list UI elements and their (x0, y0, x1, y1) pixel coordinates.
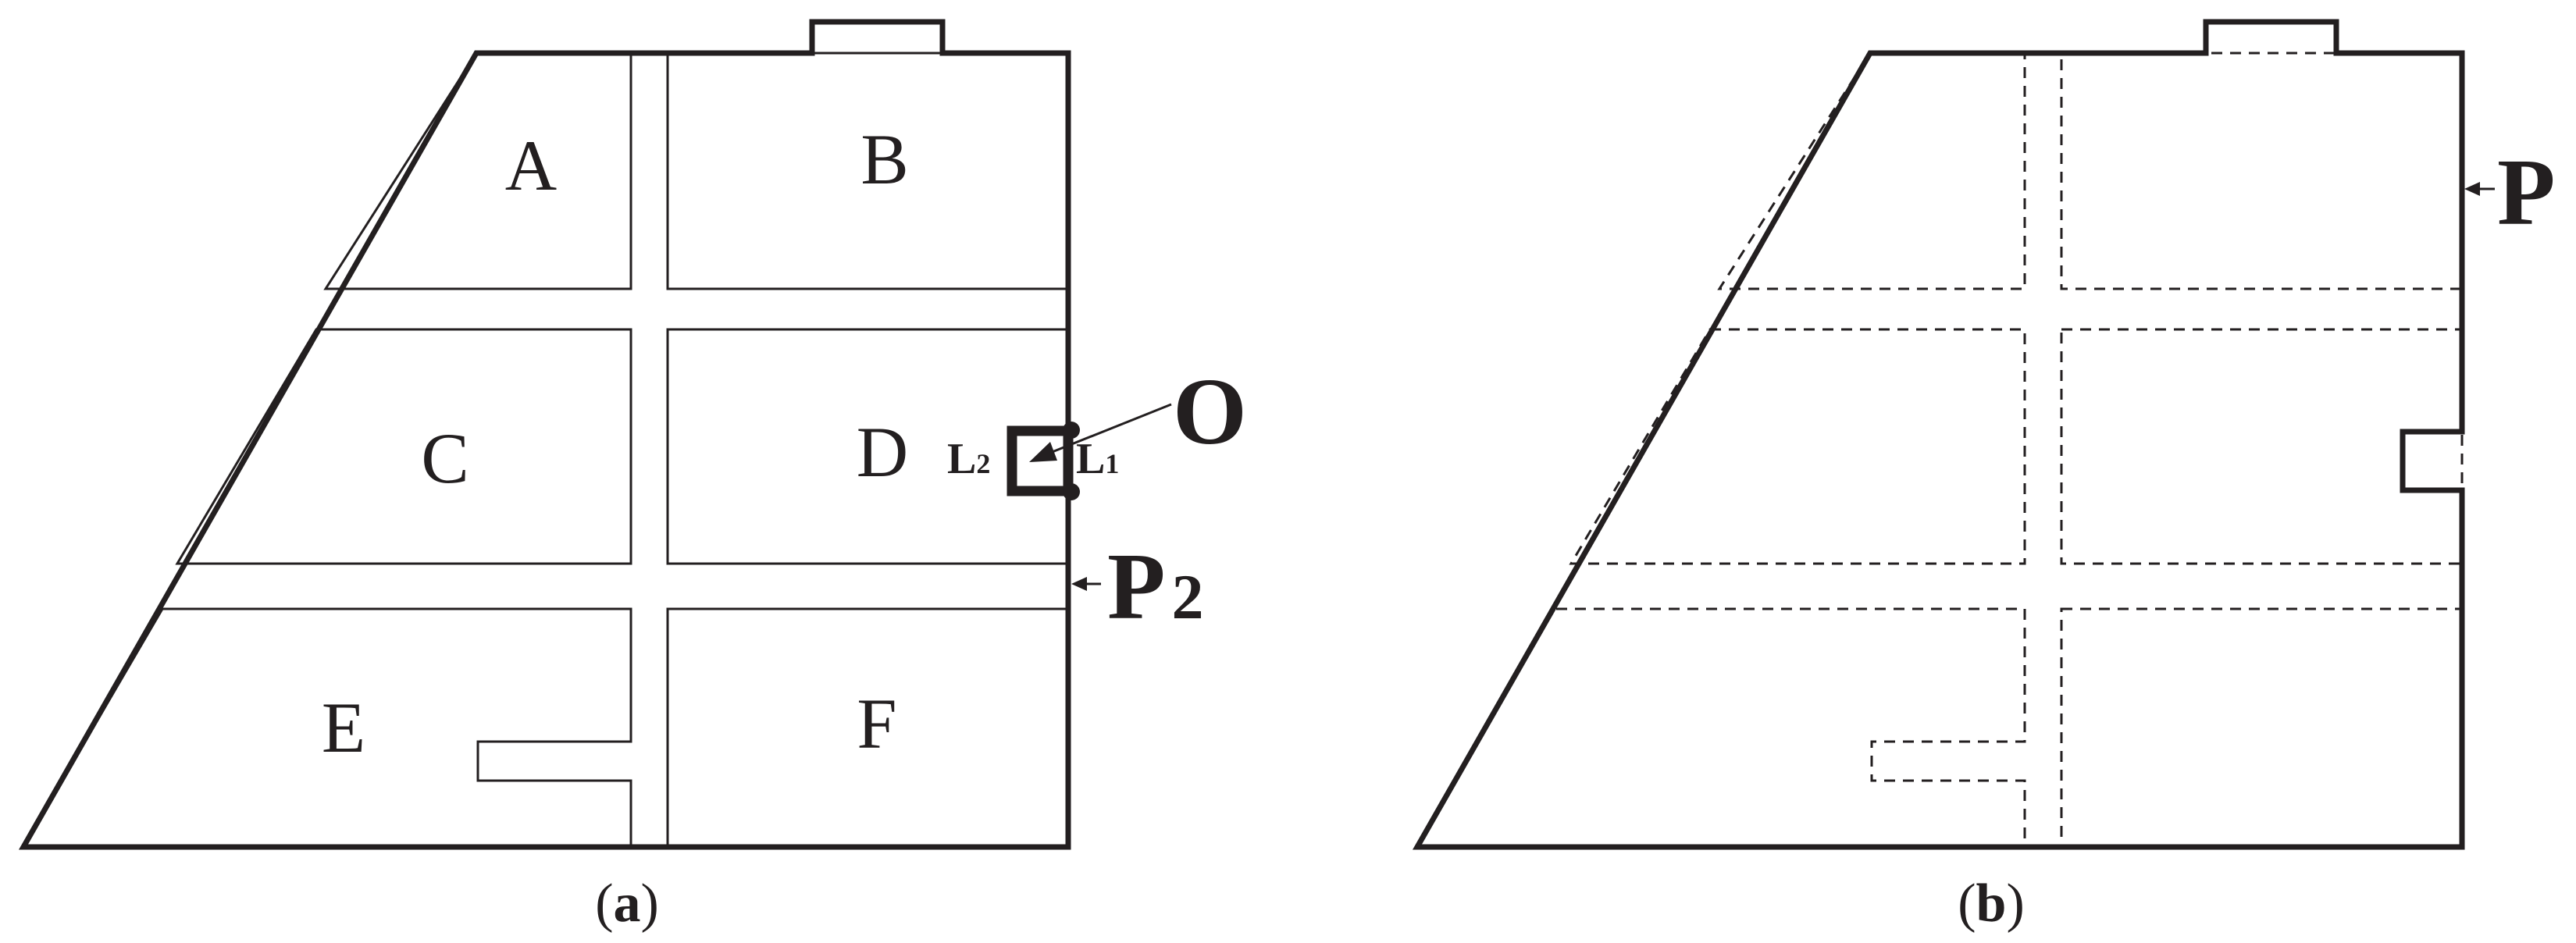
l1-label: L1 (1076, 435, 1119, 483)
l2-label: L2 (947, 435, 990, 483)
panel-b: P (b) (1412, 19, 2556, 934)
zone-e-dashed (1556, 607, 2026, 847)
zone-c-dashed (1569, 328, 2026, 565)
point-o-label: O (1173, 359, 1247, 464)
zone-f-outline (666, 607, 1070, 849)
zone-a-outline (323, 52, 632, 290)
zone-d-label: D (857, 412, 908, 492)
zone-e-outline (21, 607, 632, 849)
zone-e-label: E (322, 688, 365, 767)
o-pointer-head (1029, 442, 1057, 462)
zone-a-label: A (505, 126, 557, 205)
zone-b-label: B (860, 119, 908, 199)
l1-top-point (1063, 422, 1080, 439)
p-arrow-head (2464, 182, 2480, 196)
caption-b: (b) (1958, 874, 2025, 934)
zone-b-outline (666, 52, 1070, 290)
zone-c-label: C (421, 418, 469, 498)
measurement-box (1007, 425, 1074, 496)
zone-a-dashed (1717, 52, 2026, 290)
zone-b-dashed (2060, 52, 2464, 290)
l1-bottom-point (1063, 483, 1080, 500)
p2-label: P2 (1107, 534, 1204, 639)
panel-b-outline (1412, 19, 2465, 850)
p-label: P (2497, 140, 2556, 245)
caption-a: (a) (595, 874, 659, 934)
o-pointer-line (1046, 403, 1172, 456)
zone-d-dashed (2060, 328, 2464, 565)
p2-arrow-head (1071, 577, 1087, 591)
zone-c-outline (175, 328, 632, 565)
zone-f-dashed (2060, 607, 2464, 849)
zone-f-label: F (857, 684, 896, 763)
panel-a: A B C D E F O L2 L1 P2 (a) (18, 19, 1247, 934)
